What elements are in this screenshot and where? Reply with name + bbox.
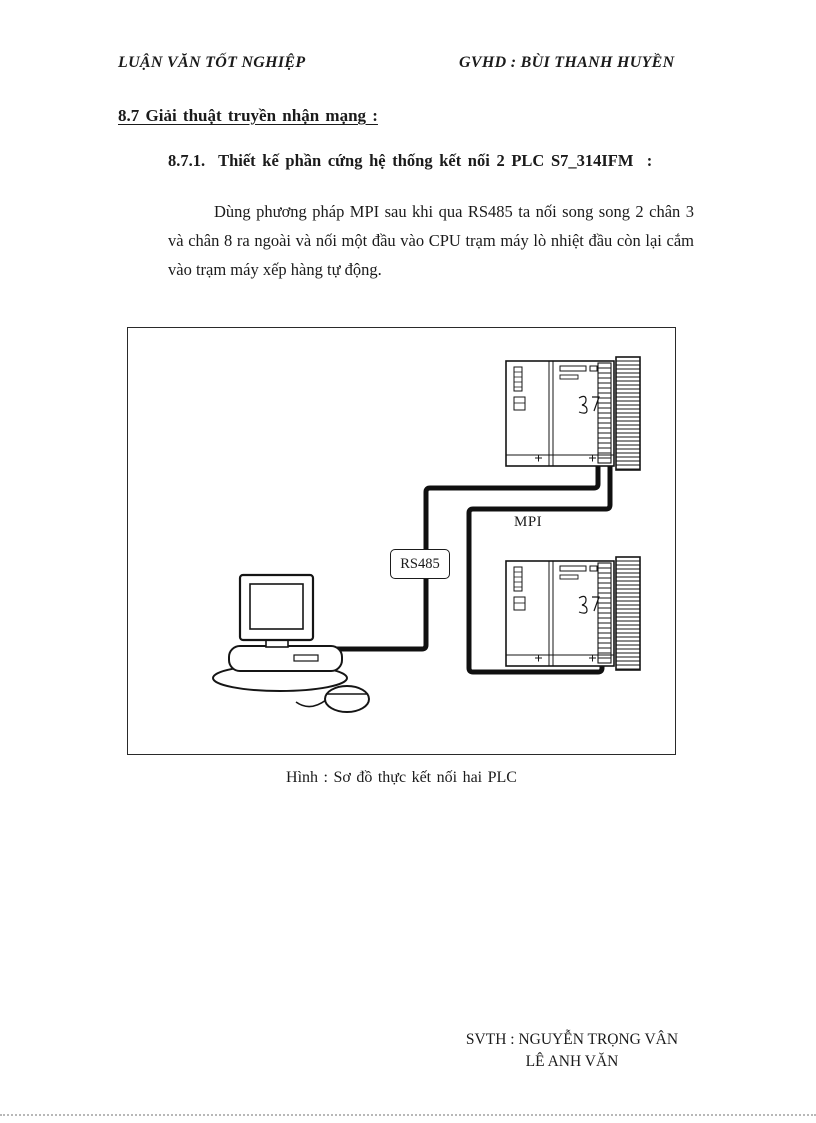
cable-mpi	[466, 458, 613, 675]
rs485-connector-label: RS485	[390, 549, 450, 579]
footer-students: SVTH : NGUYỄN TRỌNG VÂN LÊ ANH VĂN	[452, 1029, 692, 1073]
mouse	[324, 685, 370, 713]
system-unit	[228, 645, 343, 672]
mouse-cable	[295, 699, 327, 708]
footer-student-line1: SVTH : NGUYỄN TRỌNG VÂN	[465, 1031, 679, 1048]
plc-module-top	[505, 356, 641, 471]
footer-student-line2: LÊ ANH VĂN	[525, 1053, 619, 1070]
figure-caption: Hình : Sơ đồ thực kết nối hai PLC	[286, 769, 517, 786]
subsection-heading: 8.7.1. Thiết kế phần cứng hệ thống kết n…	[168, 151, 653, 170]
drive-slot	[293, 654, 319, 662]
body-paragraph: Dùng phương pháp MPI sau khi qua RS485 t…	[168, 202, 694, 279]
cable-rs485	[333, 458, 601, 652]
mpi-cable-label: MPI	[514, 514, 543, 530]
header-left-title: LUẬN VĂN TỐT NGHIỆP	[118, 54, 306, 71]
page-edge-dotted-line	[0, 1114, 816, 1116]
computer-workstation	[212, 573, 370, 713]
section-heading: 8.7 Giải thuật truyền nhận mạng :	[118, 106, 378, 125]
plc-module-bottom	[505, 556, 641, 671]
figure-diagram	[212, 356, 641, 713]
figure-frame: RS485 MPI	[127, 327, 676, 755]
monitor-screen	[249, 583, 304, 630]
header-right-advisor: GVHD : BÙI THANH HUYỀN	[459, 54, 675, 71]
